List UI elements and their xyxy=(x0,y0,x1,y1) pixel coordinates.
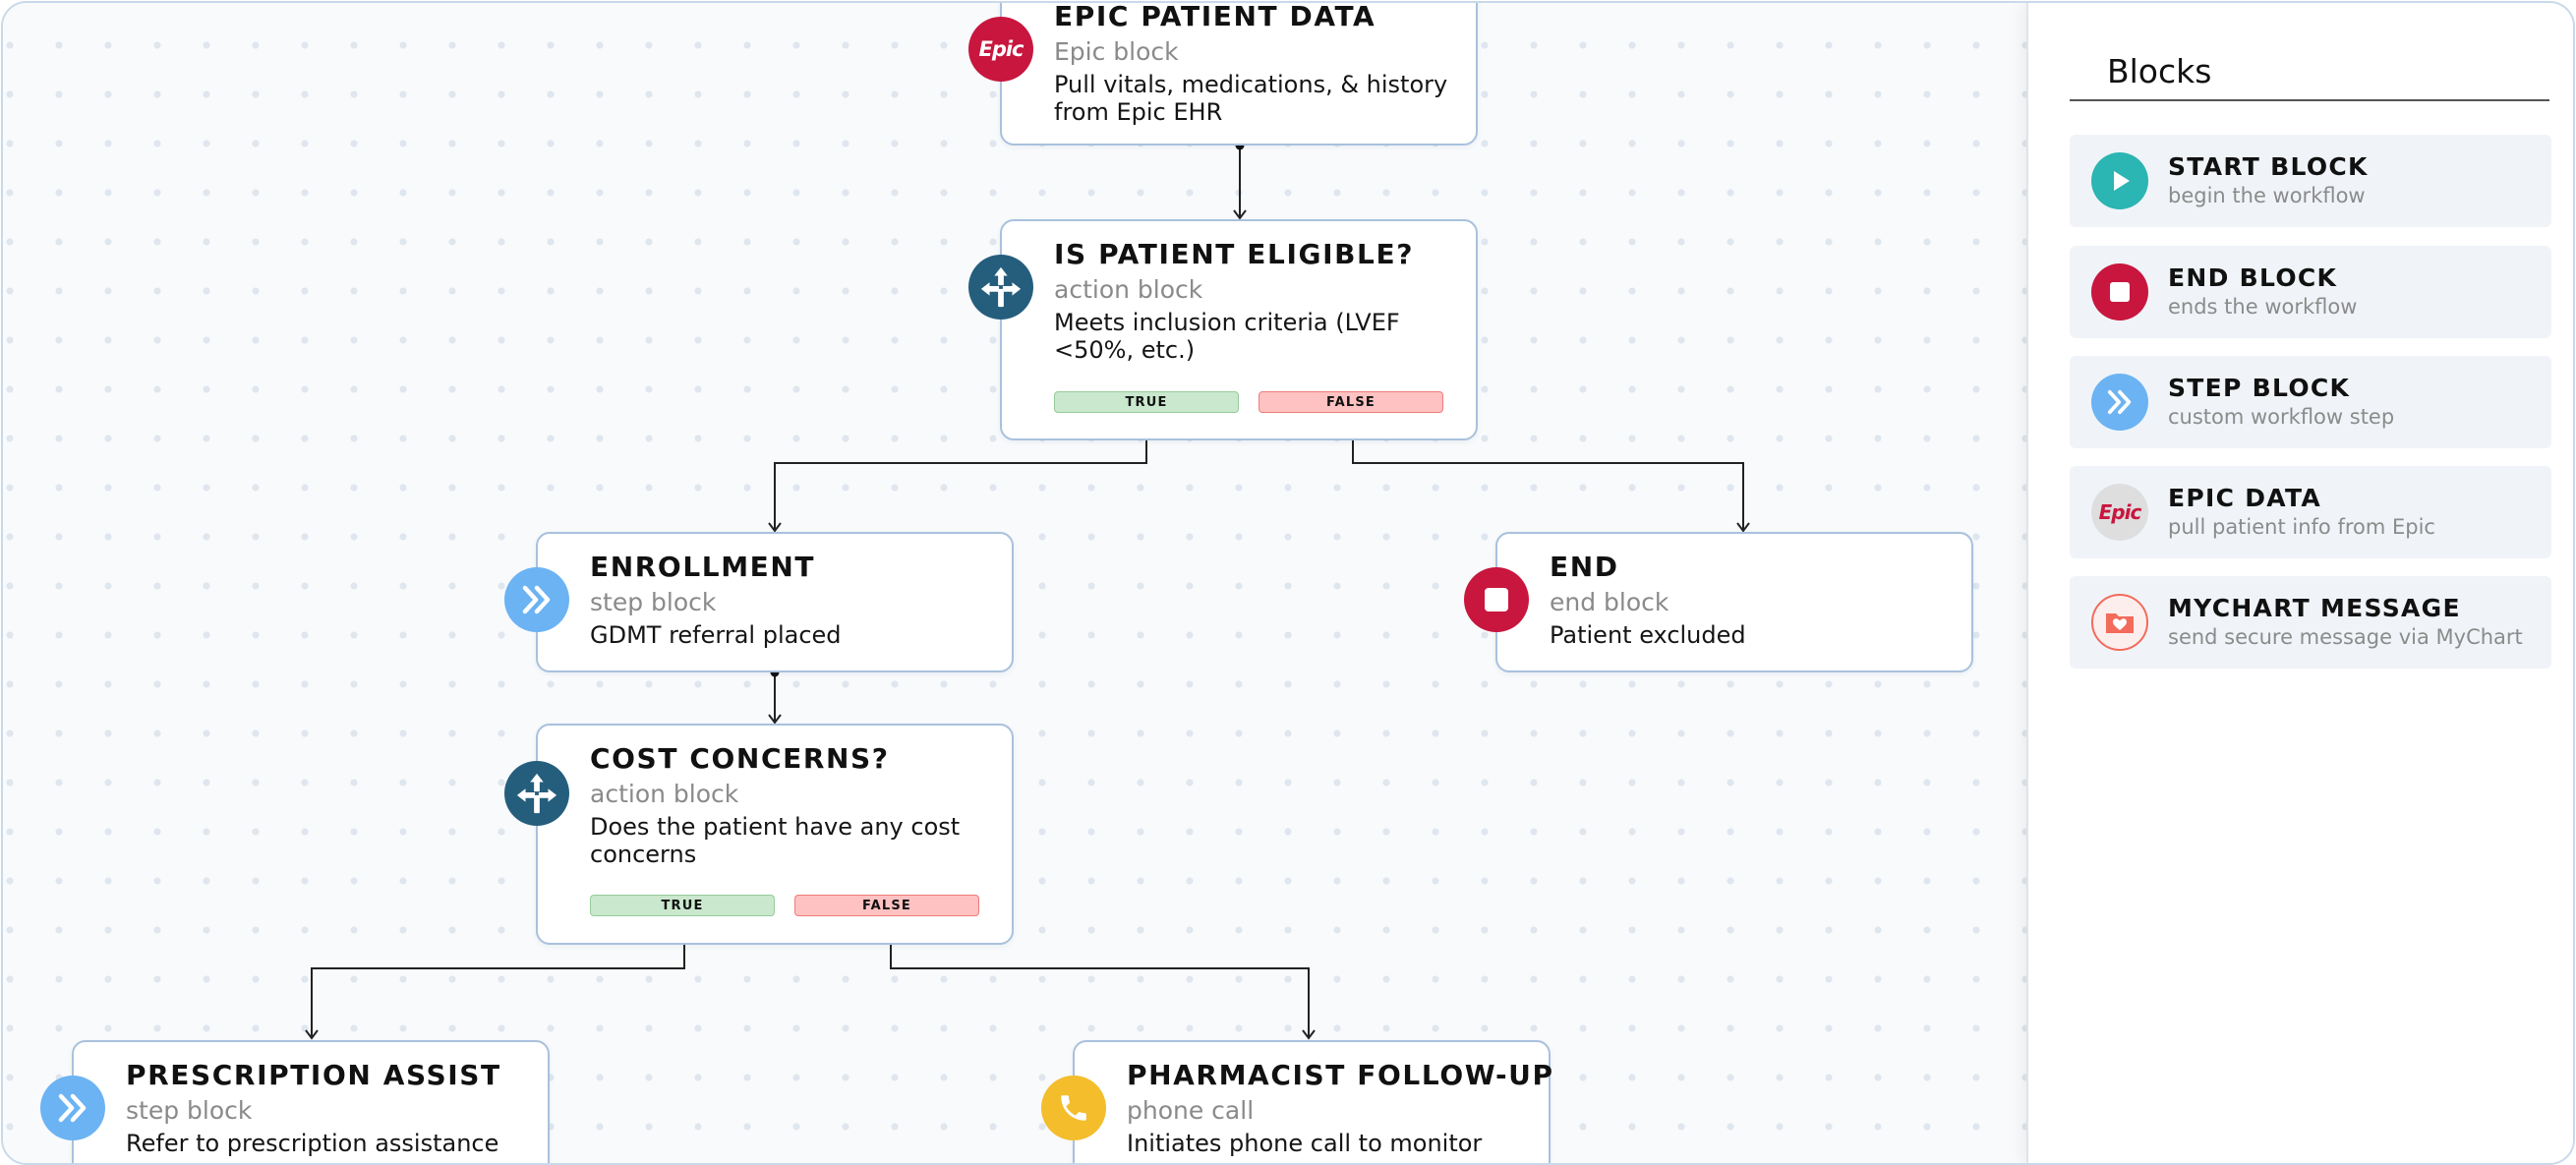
split-arrows-icon xyxy=(968,255,1033,320)
node-enrollment[interactable]: ENROLLMENT step block GDMT referral plac… xyxy=(504,532,1014,672)
node-cost-concerns[interactable]: COST CONCERNS? action block Does the pat… xyxy=(504,724,1014,945)
node-description: Patient excluded xyxy=(1550,621,1746,649)
double-chevron-icon xyxy=(504,567,569,632)
phone-icon xyxy=(1041,1076,1106,1140)
palette-item-end-block[interactable]: END BLOCK ends the workflow xyxy=(2070,246,2551,338)
node-title: PRESCRIPTION ASSIST xyxy=(126,1059,501,1091)
palette-item-title: START BLOCK xyxy=(2168,152,2369,181)
palette-item-subtitle: pull patient info from Epic xyxy=(2168,515,2435,539)
blocks-sidebar: Blocks START BLOCK begin the workflow EN… xyxy=(2026,3,2573,1163)
node-subtitle: end block xyxy=(1550,588,1669,616)
palette-item-subtitle: send secure message via MyChart xyxy=(2168,625,2523,649)
node-title: ENROLLMENT xyxy=(590,551,816,583)
sidebar-divider xyxy=(2070,99,2549,101)
node-title: IS PATIENT ELIGIBLE? xyxy=(1054,238,1415,270)
node-title: END xyxy=(1550,551,1619,583)
palette-item-subtitle: ends the workflow xyxy=(2168,295,2358,319)
epic-logo-icon: Epic xyxy=(968,17,1033,82)
palette-item-title: EPIC DATA xyxy=(2168,484,2322,512)
node-prescription-assist[interactable]: PRESCRIPTION ASSIST step block Refer to … xyxy=(40,1040,550,1163)
palette-item-start-block[interactable]: START BLOCK begin the workflow xyxy=(2070,135,2551,227)
node-end[interactable]: END end block Patient excluded xyxy=(1464,532,1973,672)
true-branch-handle[interactable]: TRUE xyxy=(1054,391,1239,413)
stop-icon xyxy=(1464,567,1529,632)
node-epic-patient-data[interactable]: Epic EPIC PATIENT DATA Epic block Pull v… xyxy=(968,3,1478,146)
mychart-folder-icon xyxy=(2091,594,2148,651)
epic-logo-icon: Epic xyxy=(2091,484,2148,541)
node-description: GDMT referral placed xyxy=(590,621,842,649)
node-description: Does the patient have any cost concerns xyxy=(590,813,961,868)
palette-item-epic-data[interactable]: Epic EPIC DATA pull patient info from Ep… xyxy=(2070,466,2551,558)
palette-item-mychart-message[interactable]: MYCHART MESSAGE send secure message via … xyxy=(2070,576,2551,669)
true-branch-handle[interactable]: TRUE xyxy=(590,895,775,916)
node-subtitle: phone call xyxy=(1127,1096,1255,1125)
double-chevron-icon xyxy=(2091,374,2148,431)
false-branch-handle[interactable]: FALSE xyxy=(794,895,979,916)
node-subtitle: step block xyxy=(590,588,717,616)
node-is-patient-eligible[interactable]: IS PATIENT ELIGIBLE? action block Meets … xyxy=(968,219,1478,440)
node-subtitle: step block xyxy=(126,1096,253,1125)
node-description: Pull vitals, medications, & history from… xyxy=(1054,71,1448,126)
play-icon xyxy=(2091,152,2148,209)
node-title: PHARMACIST FOLLOW-UP xyxy=(1127,1059,1554,1091)
palette-item-title: STEP BLOCK xyxy=(2168,374,2351,402)
node-subtitle: Epic block xyxy=(1054,37,1179,66)
split-arrows-icon xyxy=(504,761,569,826)
palette-item-title: MYCHART MESSAGE xyxy=(2168,594,2461,622)
false-branch-handle[interactable]: FALSE xyxy=(1259,391,1443,413)
node-title: COST CONCERNS? xyxy=(590,742,890,775)
palette-item-step-block[interactable]: STEP BLOCK custom workflow step xyxy=(2070,356,2551,448)
node-description: Refer to prescription assistance xyxy=(126,1130,499,1157)
node-title: EPIC PATIENT DATA xyxy=(1054,3,1376,32)
node-pharmacist-follow-up[interactable]: PHARMACIST FOLLOW-UP phone call Initiate… xyxy=(1041,1040,1554,1163)
workflow-canvas[interactable]: Epic EPIC PATIENT DATA Epic block Pull v… xyxy=(3,3,2026,1163)
palette-item-subtitle: begin the workflow xyxy=(2168,184,2366,207)
stop-icon xyxy=(2091,263,2148,320)
node-subtitle: action block xyxy=(590,780,739,808)
sidebar-title: Blocks xyxy=(2107,52,2212,90)
node-description: Initiates phone call to monitor xyxy=(1127,1130,1483,1157)
node-description: Meets inclusion criteria (LVEF <50%, etc… xyxy=(1054,309,1400,364)
double-chevron-icon xyxy=(40,1076,105,1140)
palette-item-subtitle: custom workflow step xyxy=(2168,405,2395,429)
branch-outputs: TRUE FALSE xyxy=(590,895,979,916)
branch-outputs: TRUE FALSE xyxy=(1054,391,1443,413)
node-subtitle: action block xyxy=(1054,275,1203,304)
palette-item-title: END BLOCK xyxy=(2168,263,2338,292)
